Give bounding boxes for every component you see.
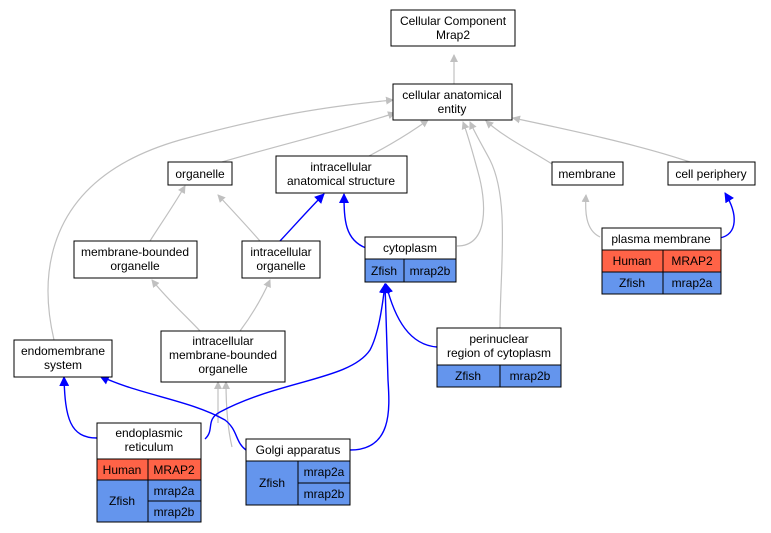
node-cell-periphery[interactable]: cell periphery [667,161,756,186]
node-label-line: organelle [256,259,306,273]
node-label-line: Cellular Component [400,14,507,28]
node-organelle[interactable]: organelle [167,161,233,186]
edge-cytoplasm-to-cae [456,121,485,247]
species-label: Zfish [619,276,645,290]
edge-mbo-to-organelle [149,185,186,242]
node-root[interactable]: Cellular Component Mrap2 [390,9,516,47]
edge-er-to-endomembrane [59,376,98,439]
node-label-line: organelle [198,362,248,376]
edge-io-to-organelle [217,194,261,242]
node-label-line: region of cytoplasm [447,346,551,360]
edge-golgi-to-imbo [222,381,233,448]
node-label-line: perinuclear [469,332,528,346]
species-label: Human [613,254,652,268]
gene-label: mrap2b [510,369,551,383]
edge-er-to-cytoplasm [204,283,389,440]
annotation-table: Zfish mrap2b [364,258,457,283]
species-label: Human [103,463,142,477]
node-label-line: organelle [175,167,225,181]
node-cytoplasm[interactable]: cytoplasm Zfish mrap2b [364,236,457,283]
node-label-line: intracellular [192,334,253,348]
node-label-line: Golgi apparatus [256,443,341,457]
node-label-line: cellular anatomical [402,88,501,102]
node-label-line: cell periphery [675,167,746,181]
node-intracellular-organelle[interactable]: intracellular organelle [241,240,321,279]
species-label: Zfish [371,264,397,278]
gene-label: mrap2b [410,264,451,278]
node-label-line: Mrap2 [436,28,470,42]
edge-io-to-ias [279,193,325,242]
gene-label: MRAP2 [153,463,195,477]
edge-cellperiphery-to-cae [512,115,691,163]
node-endomembrane-system[interactable]: endomembrane system [13,339,113,378]
annotation-table: Human MRAP2 Zfish mrap2a mrap2b [96,458,202,523]
node-perinuclear-region[interactable]: perinuclear region of cytoplasm Zfish mr… [436,327,562,388]
node-label-line: system [44,358,82,372]
node-endoplasmic-reticulum[interactable]: endoplasmic reticulum Human MRAP2 Zfish … [96,422,202,523]
node-label-line: membrane [558,167,616,181]
species-label: Zfish [259,476,285,490]
node-membrane-bounded-organelle[interactable]: membrane-bounded organelle [73,240,198,279]
edge-perinuclear-to-cae [469,121,504,329]
gene-label: mrap2b [154,505,195,519]
edge-endomembrane-to-cae [47,96,394,341]
edge-imbo-to-io [239,279,271,332]
species-label: Zfish [109,494,135,508]
node-label-line: cytoplasm [383,241,437,255]
edge-membrane-to-cae [485,120,553,165]
node-intracellular-membrane-bounded-organelle[interactable]: intracellular membrane-bounded organelle [160,330,286,383]
edge-perinuclear-to-cytoplasm [383,283,438,348]
node-label-line: anatomical structure [287,174,395,188]
node-label-line: organelle [110,259,160,273]
node-label-line: endomembrane [21,344,105,358]
node-label-line: endoplasmic [115,426,182,440]
edge-plasma-to-membrane [581,194,601,238]
gene-label: mrap2a [672,276,713,290]
edges-blue [59,192,735,451]
edge-golgi-to-cytoplasm [349,283,391,451]
annotation-table: Human MRAP2 Zfish mrap2a [601,249,722,295]
edge-organelle-to-cae [221,111,396,163]
edges-gray [47,54,691,448]
node-label-line: plasma membrane [611,232,711,246]
edge-golgi-to-endomembrane [99,375,247,451]
edge-cytoplasm-to-ias [339,193,367,249]
node-golgi-apparatus[interactable]: Golgi apparatus Zfish mrap2a mrap2b [245,438,351,506]
node-label-line: intracellular [250,245,311,259]
edge-plasma-to-cellperiphery [719,192,735,239]
gene-label: mrap2a [154,484,195,498]
node-label-line: reticulum [125,440,174,454]
annotation-table: Zfish mrap2b [436,364,562,388]
node-label-line: membrane-bounded [81,245,189,259]
species-label: Zfish [455,369,481,383]
edge-imbo-to-mbo [151,279,201,332]
annotation-table: Zfish mrap2a mrap2b [245,460,351,506]
node-label-line: entity [438,102,467,116]
gene-label: MRAP2 [671,254,713,268]
node-plasma-membrane[interactable]: plasma membrane Human MRAP2 Zfish mrap2a [601,227,722,295]
gene-label: mrap2b [304,487,345,501]
node-label-line: intracellular [310,160,371,174]
gene-label: mrap2a [304,465,345,479]
node-intracellular-anatomical-structure[interactable]: intracellular anatomical structure [275,155,408,194]
node-membrane[interactable]: membrane [551,161,624,186]
nodes: Cellular Component Mrap2 cellular anatom… [13,9,756,523]
node-label-line: membrane-bounded [169,348,277,362]
edge-ias-to-cae [368,119,429,157]
node-cellular-anatomical-entity[interactable]: cellular anatomical entity [392,83,513,121]
